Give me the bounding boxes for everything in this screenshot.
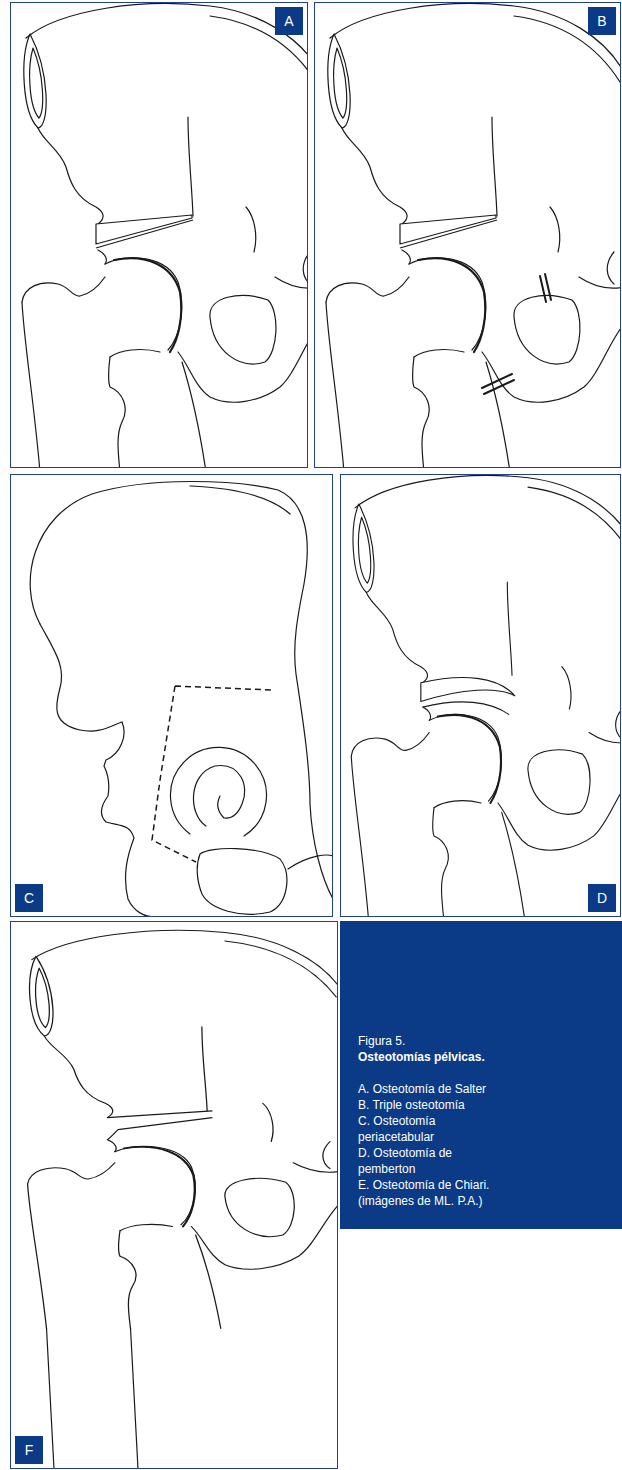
- panel-letter: A: [284, 14, 293, 28]
- caption-box: Figura 5.Osteotomías pélvicas. A. Osteoto…: [340, 921, 622, 1229]
- panel-letter-tab: A: [275, 7, 303, 35]
- figure-number: Figura 5.: [358, 1033, 500, 1049]
- panel-letter: D: [597, 891, 607, 905]
- caption-item: A. Osteotomía de Salter: [358, 1081, 500, 1097]
- figure-panel: A: [10, 2, 308, 468]
- figure-panel: D: [340, 474, 621, 917]
- caption-item: C. Osteotomía periacetabular: [358, 1113, 500, 1145]
- pemberton-drawing: [351, 475, 621, 915]
- periacetabular-drawing: [30, 482, 333, 918]
- panel-letter: B: [597, 14, 606, 28]
- figure-panel: B: [314, 2, 621, 468]
- caption-column: Figura 5.Osteotomías pélvicas. A. Osteoto…: [358, 1033, 500, 1209]
- caption-item: E. Osteotomía de Chiari.: [358, 1177, 500, 1193]
- figure-panel: F: [10, 921, 338, 1469]
- figure-title: Osteotomías pélvicas.: [358, 1049, 500, 1065]
- panel-letter-tab: F: [15, 1436, 43, 1464]
- caption-item: (imágenes de ML. P.A.): [358, 1193, 500, 1209]
- panel-letter-tab: C: [15, 884, 43, 912]
- panel-letter-tab: B: [588, 7, 616, 35]
- caption-item: B. Triple osteotomía: [358, 1097, 500, 1113]
- panel-letter-tab: D: [588, 884, 616, 912]
- triple-osteotomy-drawing: [326, 4, 621, 468]
- panel-letter: C: [24, 891, 34, 905]
- salter-drawing: [22, 4, 308, 468]
- panel-letter: F: [25, 1443, 34, 1457]
- chiari-drawing: [28, 930, 338, 1469]
- caption-item: D. Osteotomía de pemberton: [358, 1145, 500, 1177]
- figure-panel: C: [10, 474, 333, 917]
